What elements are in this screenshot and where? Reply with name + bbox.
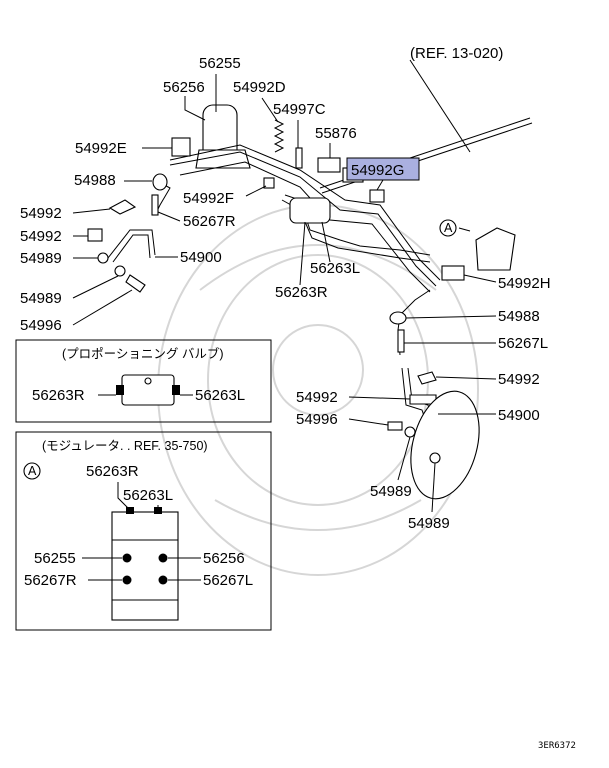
ref-leader [409, 59, 471, 153]
label-54989-right1: 54989 [370, 483, 412, 500]
inset2-top1: 56263R [86, 463, 139, 480]
leader-54996-right [348, 418, 389, 426]
label-54900-right: 54900 [498, 407, 540, 424]
inset-proportioning-valve: (プロポーショニング バルブ) 56263R 56263L [15, 339, 272, 423]
bracket-54992-left [108, 199, 137, 215]
label-56267L: 56267L [498, 335, 548, 352]
label-54996-right: 54996 [296, 411, 338, 428]
label-56263L: 56263L [310, 260, 360, 277]
leader-54992D [261, 97, 279, 123]
leader-54992G [376, 179, 384, 191]
label-54992H: 54992H [498, 275, 551, 292]
inset2-l1: 56255 [34, 550, 76, 567]
inset2-leader-top1 [117, 482, 131, 511]
pipe-56267L [397, 329, 405, 353]
label-54989-left2: 54989 [20, 290, 62, 307]
label-54900-left: 54900 [180, 249, 222, 266]
inset2-border [15, 431, 272, 631]
leader-54992-right1 [435, 376, 497, 380]
label-56263R: 56263R [275, 284, 328, 301]
leader-54992H [463, 274, 497, 283]
label-54988-right: 54988 [498, 308, 540, 325]
label-54989-right2: 54989 [408, 515, 450, 532]
leader-54996-left [72, 289, 133, 326]
clip-54992F [263, 177, 275, 189]
label-54992-left1: 54992 [20, 205, 62, 222]
highlight-54992G-part [369, 189, 385, 203]
label-54989-left1: 54989 [20, 250, 62, 267]
port-56255 [122, 553, 132, 563]
inset2-l2: 56267R [24, 572, 77, 589]
brake-backing-plate [410, 390, 480, 500]
label-56255: 56255 [199, 55, 241, 72]
clip-54992H [441, 265, 465, 281]
leader-56267R [157, 211, 181, 222]
inset-modulator: (モジュレータ. . REF. 35-750) A 56263R 56263L … [15, 431, 272, 631]
washer-54989-right2 [429, 452, 441, 464]
leader-54989-left2 [72, 275, 119, 299]
hose-54900-left [107, 229, 156, 263]
label-54992G: 54992G [351, 162, 404, 179]
clip-54992-right1 [417, 371, 437, 385]
label-54992-right2: 54992 [296, 389, 338, 406]
port-56267L [158, 575, 168, 585]
label-55876: 55876 [315, 125, 357, 142]
port-56267R [122, 575, 132, 585]
inset1-label-left: 56263R [32, 387, 85, 404]
inset2-a-label: A [28, 464, 37, 478]
leader-54992-left1 [72, 208, 111, 214]
modulator-body [111, 511, 179, 621]
leader-54989-right1 [397, 436, 411, 481]
label-54988-left: 54988 [74, 172, 116, 189]
bolt-54997C [295, 147, 303, 169]
label-54996-left: 54996 [20, 317, 62, 334]
diagram-code: 3ER6372 [538, 741, 576, 751]
modulator-bracket [475, 227, 516, 271]
inset2-title: (モジュレータ. . REF. 35-750) [42, 439, 208, 453]
pipe-56267R [151, 194, 159, 216]
circle-a-label: A [444, 221, 453, 235]
label-54992F: 54992F [183, 190, 234, 207]
grommet-54988-right [389, 311, 407, 325]
label-56256: 56256 [163, 79, 205, 96]
washer-54989-left1 [97, 252, 109, 264]
clip-54992-left2 [87, 228, 103, 242]
leader-56263L [321, 221, 331, 263]
inset2-r1: 56256 [203, 550, 245, 567]
bracket-A-marker: A [439, 219, 471, 237]
inset1-title: (プロポーショニング バルブ) [62, 346, 224, 361]
label-54992-right1: 54992 [498, 371, 540, 388]
ref-13-020-label: (REF. 13-020) [410, 45, 503, 62]
label-54992D: 54992D [233, 79, 286, 96]
leader-54989-right2 [431, 462, 436, 513]
port-56256 [158, 553, 168, 563]
bolt-54996-right [387, 421, 403, 431]
label-54992E: 54992E [75, 140, 127, 157]
label-56267R: 56267R [183, 213, 236, 230]
inset1-border [15, 339, 272, 423]
washer-54989-right1 [404, 426, 416, 438]
clip-54992E [171, 137, 191, 157]
bolt-54996-left [125, 274, 146, 293]
leader-56256 [184, 96, 206, 121]
inset2-r2: 56267L [203, 572, 253, 589]
label-54992-left2: 54992 [20, 228, 62, 245]
leader-56263R [299, 221, 306, 286]
washer-54989-left2 [114, 265, 126, 277]
leader-54988-right [405, 315, 497, 319]
grommet-54988-left [152, 173, 168, 191]
leader-54992-right2 [348, 396, 411, 400]
inset2-a-marker [23, 462, 41, 480]
inset2-top2: 56263L [123, 487, 173, 504]
leader-54992F [245, 185, 267, 197]
label-54997C: 54997C [273, 101, 326, 118]
spring-54992D [273, 119, 285, 153]
inset1-label-right: 56263L [195, 387, 245, 404]
